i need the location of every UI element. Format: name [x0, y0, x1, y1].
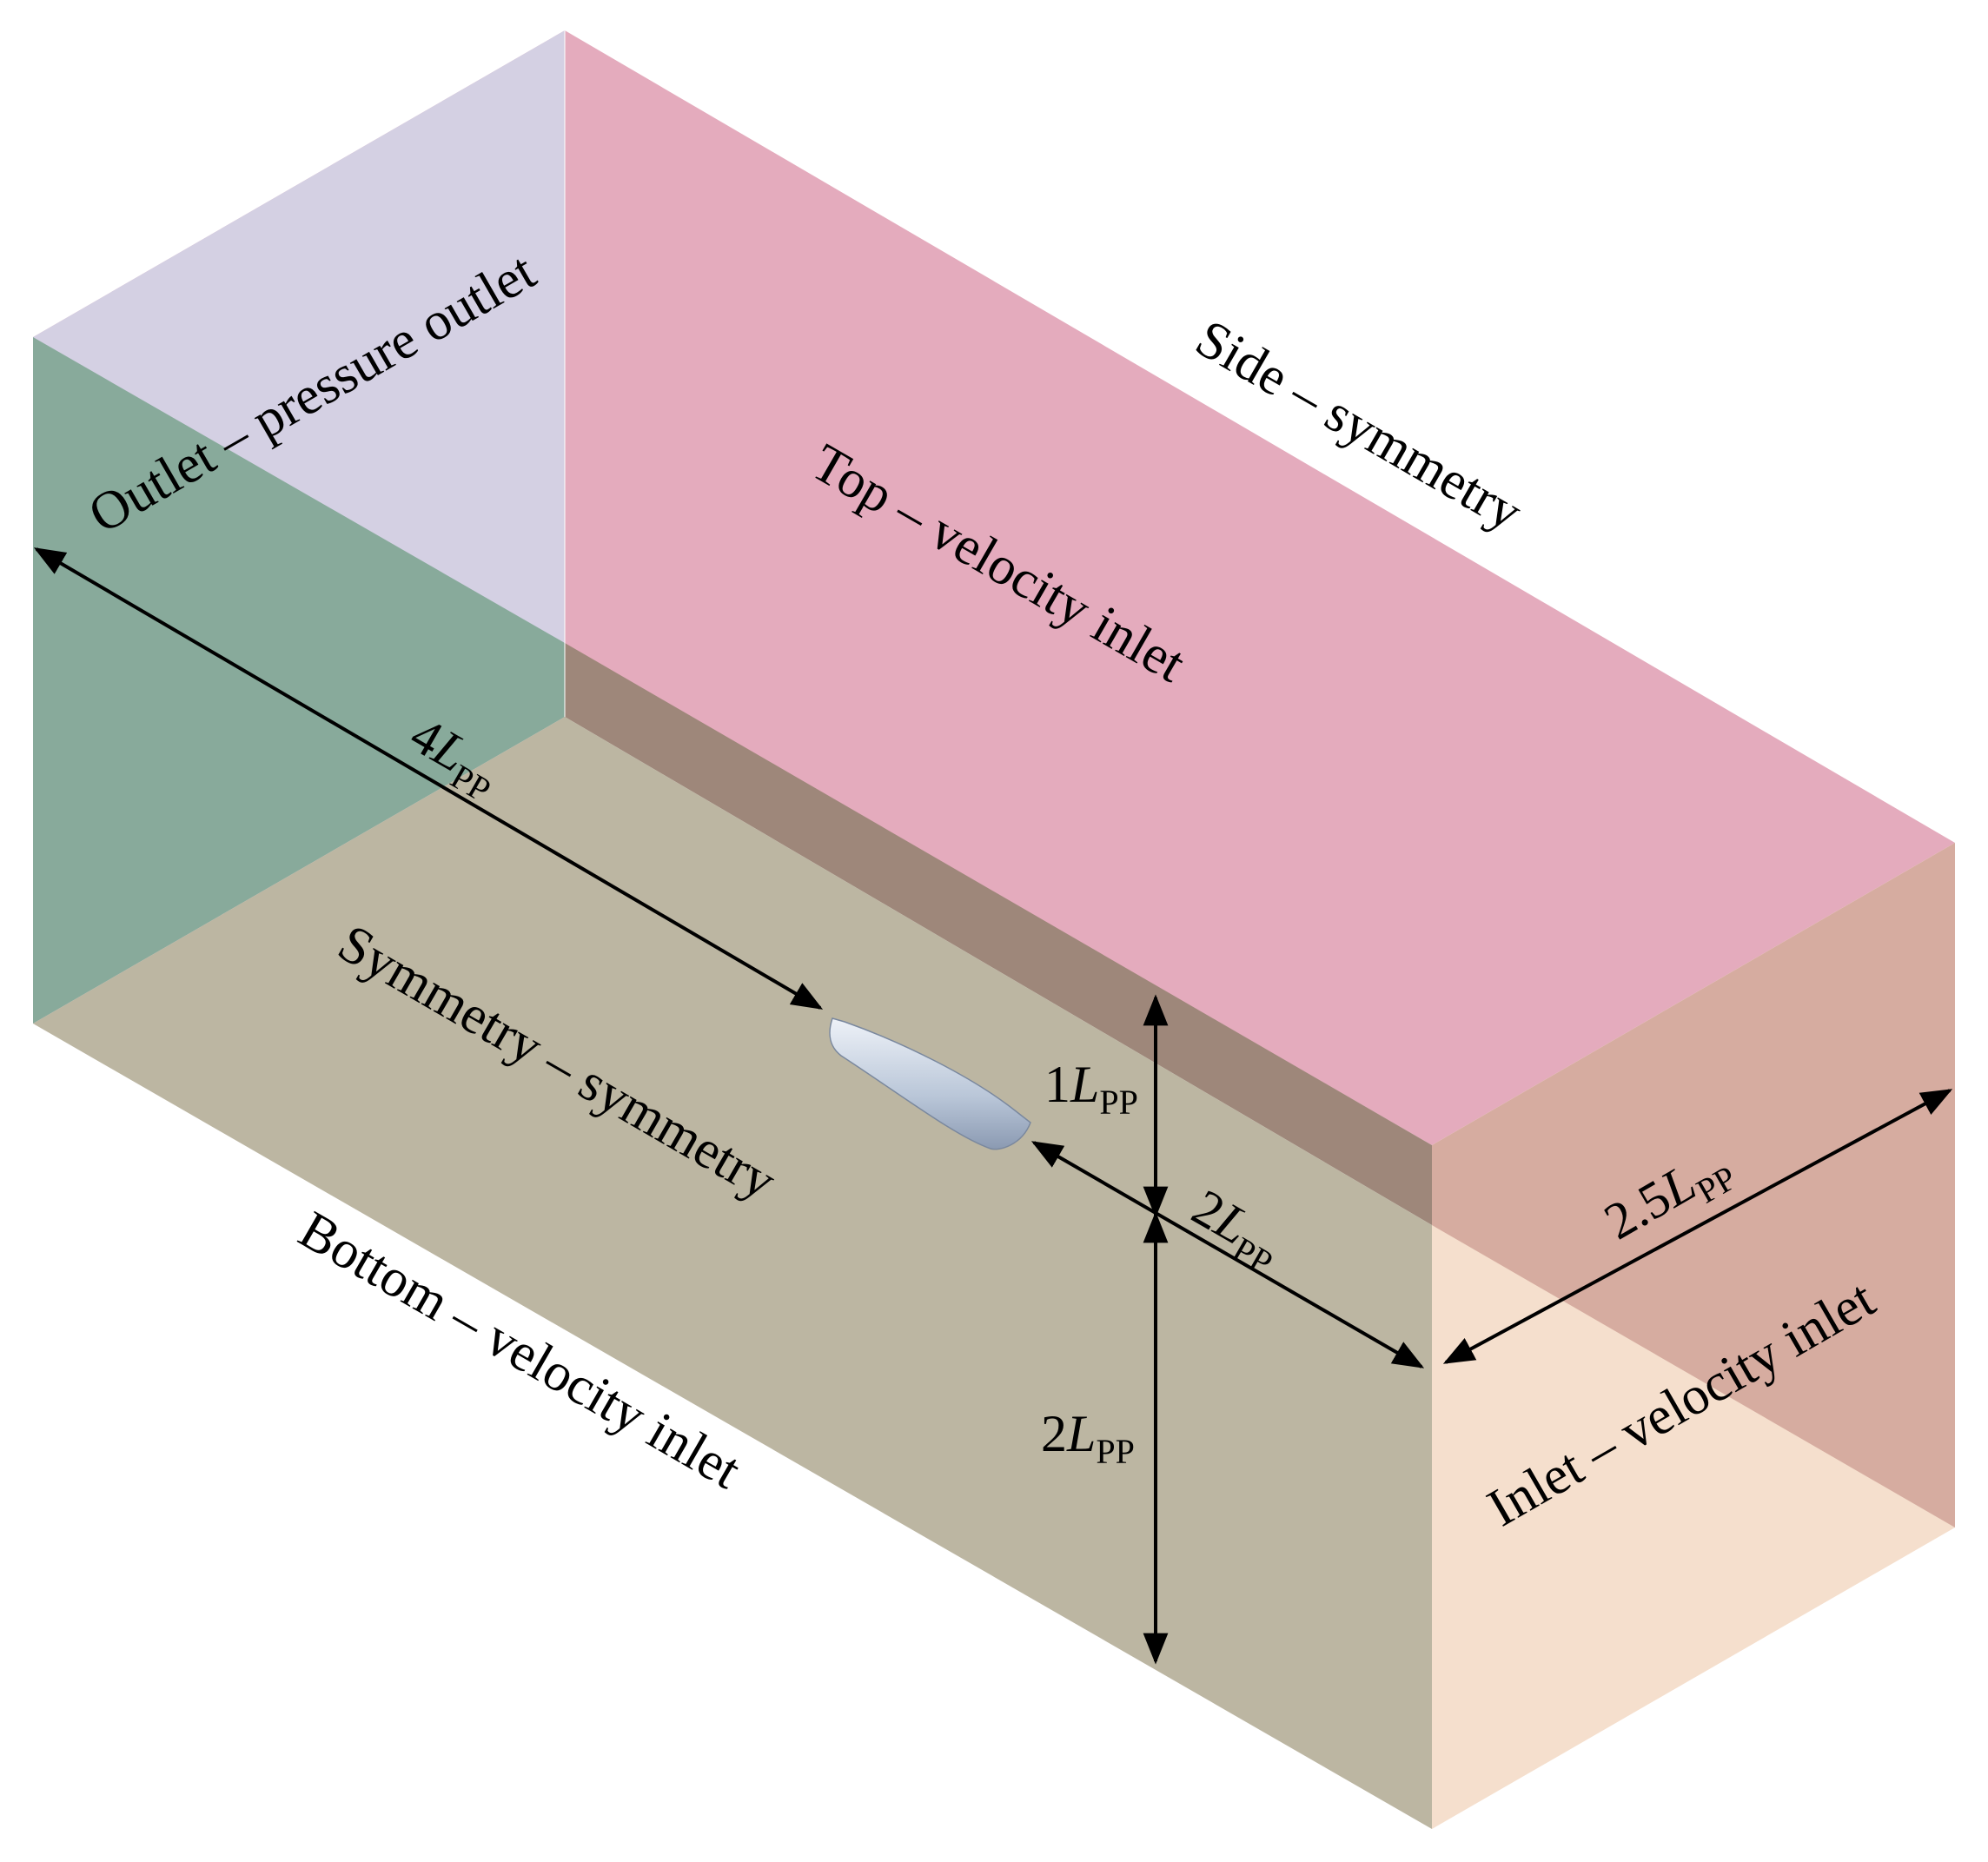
upstream-arrow	[33, 547, 824, 1010]
height-down-label: 2LPP	[1041, 1405, 1135, 1471]
ship-hull-icon	[829, 1017, 1031, 1150]
width-arrow	[1442, 1089, 1953, 1364]
downstream-arrow	[1030, 1141, 1425, 1368]
height-up-label: 1LPP	[1044, 1056, 1138, 1122]
